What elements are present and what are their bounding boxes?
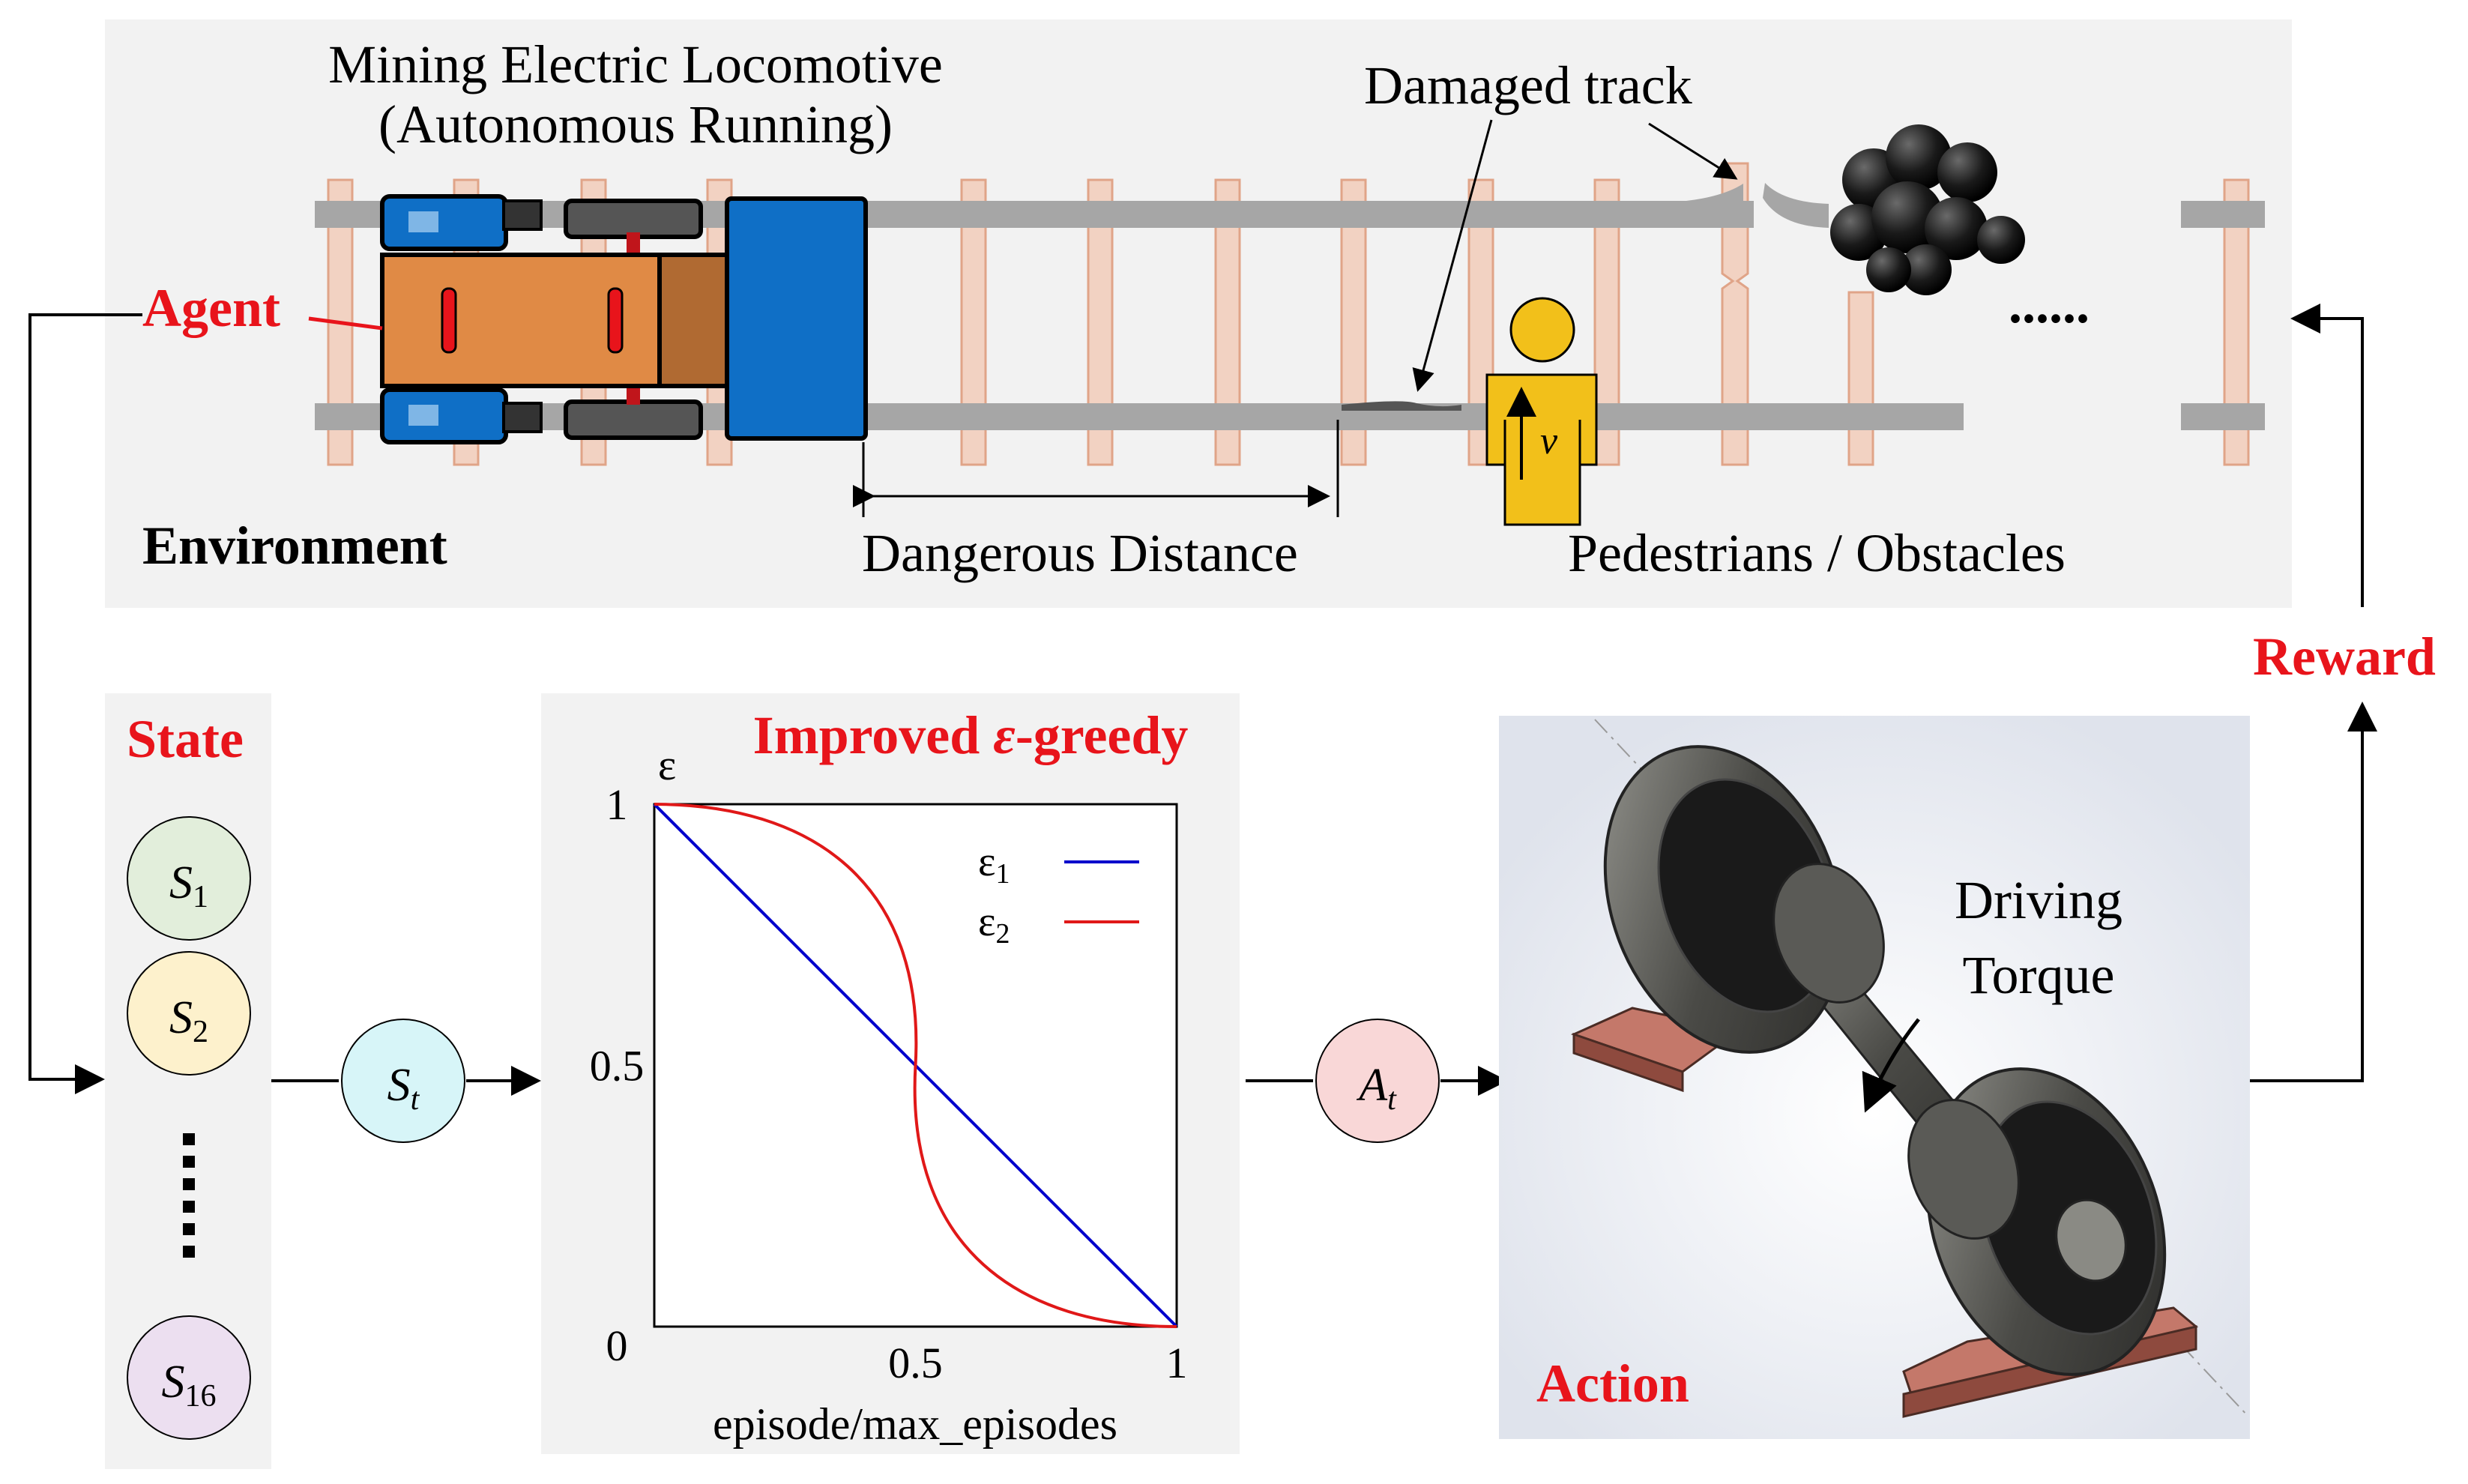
wheelset-illustration (1570, 745, 2199, 1418)
torque-label-line2: Torque (1963, 945, 2115, 1005)
state-title: State (127, 709, 244, 769)
st-node: St (341, 1019, 465, 1143)
y-tick-label: 0.5 (590, 1042, 645, 1091)
y-tick-label: 1 (606, 780, 628, 829)
annotation-pointers (308, 119, 1738, 392)
x-axis-label: episode/max_episodes (713, 1399, 1117, 1449)
mining-locomotive (380, 194, 868, 444)
state-node-s2: S2 (127, 951, 251, 1076)
dangerous-distance-label: Dangerous Distance (862, 523, 1298, 583)
damaged-track-label: Damaged track (1364, 55, 1692, 115)
state-node-s1: S1 (127, 816, 251, 941)
at-node: At (1315, 1019, 1440, 1143)
state-vertical-ellipsis (183, 1133, 195, 1258)
svg-text:S2: S2 (169, 992, 208, 1049)
series-line-2 (654, 803, 1177, 1328)
flow-arrows (28, 304, 2377, 1096)
x-tick-label: 1 (1166, 1339, 1188, 1387)
rock-pile (1830, 124, 2025, 295)
legend-label-1: ε1 (978, 839, 1010, 890)
y-axis-label: ε (658, 741, 676, 789)
torque-label-line1: Driving (1955, 870, 2122, 930)
svg-text:At: At (1356, 1060, 1397, 1117)
svg-text:St: St (387, 1060, 420, 1117)
state-panel: State S1 S2 S16 (105, 693, 271, 1469)
svg-text:S16: S16 (162, 1357, 217, 1414)
locomotive-label-line1: Mining Electric Locomotive (328, 34, 943, 94)
pedestrians-label: Pedestrians / Obstacles (1568, 523, 2066, 583)
dangerous-distance-dimension (853, 420, 1339, 517)
locomotive-label-line2: (Autonomous Running) (378, 94, 893, 154)
track-ellipsis: ...... (2009, 274, 2090, 334)
action-panel: Driving Torque Action (1499, 716, 2250, 1439)
svg-text:S1: S1 (169, 857, 208, 914)
legend-label-2: ε2 (978, 899, 1010, 950)
agent-label: Agent (142, 278, 280, 338)
greedy-panel: Improved ε-greedy 0 0.5 1 0.5 1 ε episode/ma… (541, 693, 1240, 1454)
velocity-label: v (1540, 420, 1558, 462)
chart-ticks: 0 0.5 1 0.5 1 (590, 780, 1188, 1387)
x-tick-label: 0.5 (888, 1339, 943, 1387)
y-tick-label: 0 (606, 1321, 628, 1370)
chart-marks (653, 803, 1178, 1328)
greedy-title: Improved ε-greedy (753, 705, 1189, 765)
reward-label: Reward (2253, 627, 2436, 687)
pedestrian-figure: v (1485, 297, 1598, 526)
state-node-s16: S16 (127, 1315, 251, 1440)
action-label: Action (1536, 1354, 1689, 1414)
environment-panel: v Mining Electric Locomotive (Autonomous… (105, 19, 2292, 608)
environment-label: Environment (142, 516, 447, 576)
